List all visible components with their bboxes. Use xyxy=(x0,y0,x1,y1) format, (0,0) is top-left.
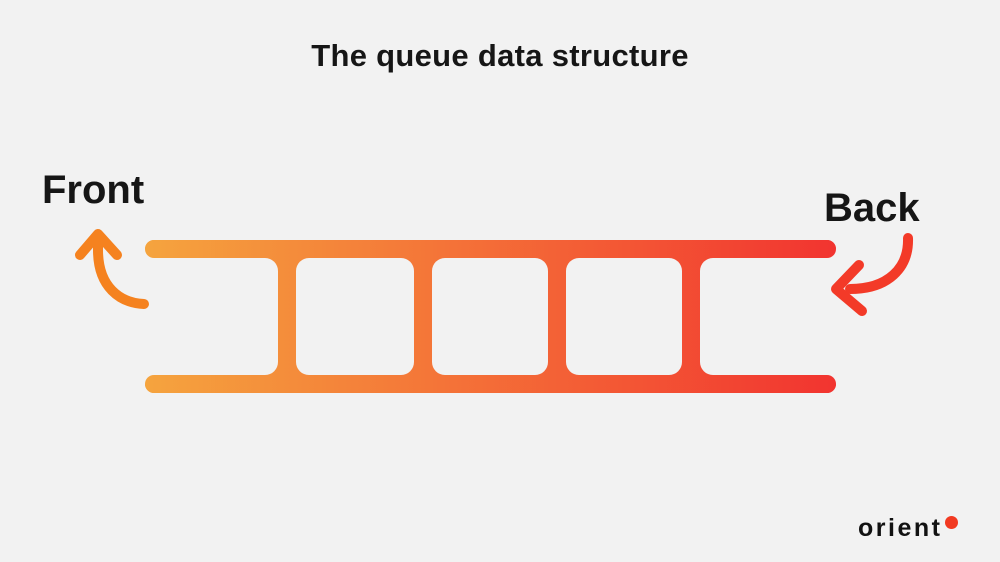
back-arrow-icon xyxy=(831,233,914,316)
front-arrow-curve xyxy=(93,234,149,309)
queue-slot-gap-front xyxy=(118,258,278,375)
queue-slot-gap-2 xyxy=(296,258,414,375)
back-arrow-head xyxy=(831,260,867,316)
rail-cap-top-right xyxy=(818,240,836,258)
front-arrow-head xyxy=(75,229,122,260)
cap-trim-top-left xyxy=(138,249,154,258)
rail-cap-bottom-right xyxy=(818,375,836,393)
diagram-title: The queue data structure xyxy=(311,38,689,73)
brand-logo: orient xyxy=(858,514,959,542)
front-label: Front xyxy=(42,168,145,212)
queue-ladder xyxy=(118,240,860,393)
rail-cap-top-left xyxy=(145,240,163,258)
cap-trim-top-right xyxy=(827,249,843,258)
queue-slot-gap-back xyxy=(700,258,860,375)
cap-trim-bottom-right xyxy=(827,375,843,384)
back-label: Back xyxy=(824,186,920,230)
back-arrow-curve xyxy=(845,233,914,294)
rail-cap-bottom-left xyxy=(145,375,163,393)
queue-slot-gap-4 xyxy=(566,258,682,375)
brand-logo-dot-icon xyxy=(945,516,959,529)
front-arrow-icon xyxy=(75,229,149,309)
brand-logo-text: orient xyxy=(858,514,943,542)
cap-trim-bottom-left xyxy=(138,375,154,384)
queue-slot-gap-3 xyxy=(432,258,548,375)
